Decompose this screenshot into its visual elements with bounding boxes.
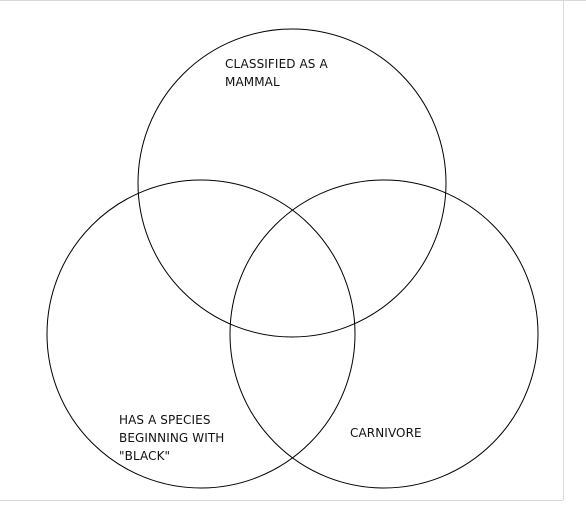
circle-mammal bbox=[137, 28, 447, 338]
label-line: MAMMAL bbox=[225, 75, 280, 89]
label-classified-as-mammal: CLASSIFIED AS A MAMMAL bbox=[225, 55, 328, 91]
label-has-species-black: HAS A SPECIES BEGINNING WITH "BLACK" bbox=[119, 411, 224, 465]
frame-bottom-border bbox=[0, 500, 563, 501]
circle-carnivore bbox=[229, 179, 539, 489]
label-line: HAS A SPECIES bbox=[119, 413, 211, 427]
frame-top-border bbox=[0, 0, 586, 1]
frame-right-border bbox=[563, 0, 564, 500]
label-carnivore: CARNIVORE bbox=[350, 424, 422, 442]
label-line: BEGINNING WITH bbox=[119, 431, 225, 445]
label-line: CLASSIFIED AS A bbox=[225, 57, 328, 71]
label-line: "BLACK" bbox=[119, 449, 171, 463]
label-line: CARNIVORE bbox=[350, 426, 422, 440]
circle-black bbox=[46, 179, 356, 489]
